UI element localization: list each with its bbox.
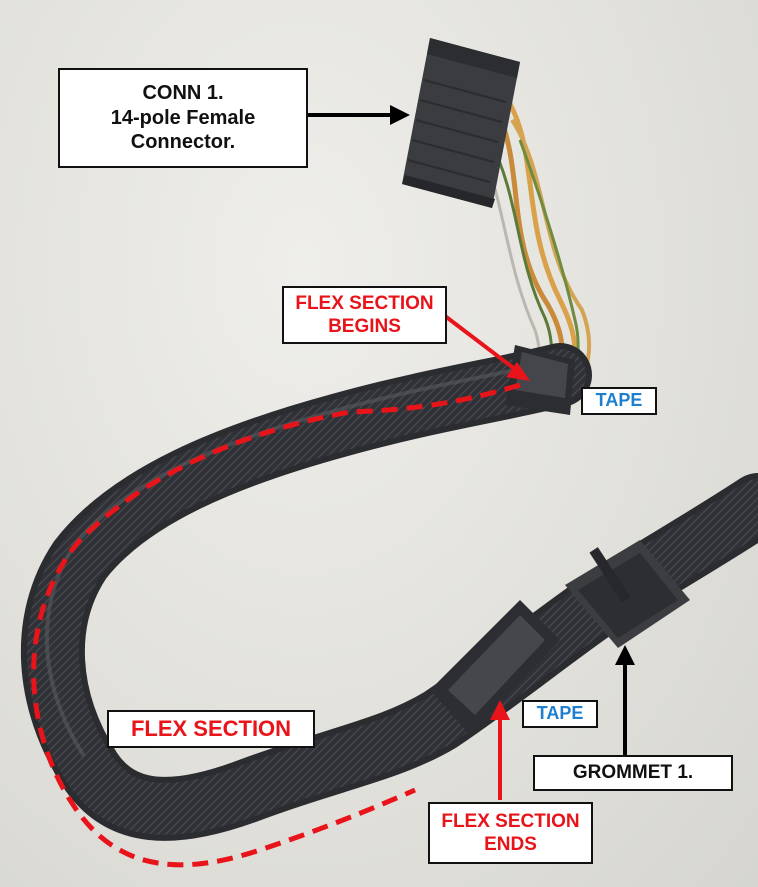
flex-ends-line-2: ENDS: [484, 834, 537, 855]
conn-label-line-3: Connector.: [130, 131, 236, 154]
conn-label-line-1: CONN 1.: [142, 82, 224, 105]
tape-label-bottom: TAPE: [522, 700, 598, 728]
connector-body: [402, 38, 520, 208]
conn-1-label: CONN 1. 14-pole Female Connector.: [58, 68, 308, 168]
connector-wires: [481, 93, 592, 373]
flex-section-begins-label: FLEX SECTION BEGINS: [282, 286, 447, 344]
pointer-arrows: [308, 105, 635, 800]
flex-section-outline: [31, 382, 521, 868]
grommet-body: [565, 540, 690, 648]
tape-label-top: TAPE: [581, 387, 657, 415]
flex-begins-line-2: BEGINS: [328, 316, 401, 337]
grommet-1-label: GROMMET 1.: [533, 755, 733, 791]
grommet-text: GROMMET 1.: [572, 762, 694, 784]
conn-arrow: [308, 105, 410, 125]
flex-section-ends-label: FLEX SECTION ENDS: [428, 802, 593, 864]
grommet-arrow: [615, 645, 635, 758]
tape-bottom-text: TAPE: [536, 703, 584, 724]
flex-begins-arrow: [443, 314, 530, 381]
flex-section-text: FLEX SECTION: [130, 715, 292, 741]
flex-ends-arrow: [490, 700, 510, 800]
flex-begins-line-1: FLEX SECTION: [295, 292, 434, 314]
flex-section-label: FLEX SECTION: [107, 710, 315, 748]
flex-ends-line-1: FLEX SECTION: [441, 810, 580, 832]
tape-top-text: TAPE: [595, 390, 643, 411]
conn-label-line-2: 14-pole Female: [110, 106, 256, 129]
tape-wraps: [430, 345, 575, 735]
harness-sleeve: [20, 343, 758, 841]
